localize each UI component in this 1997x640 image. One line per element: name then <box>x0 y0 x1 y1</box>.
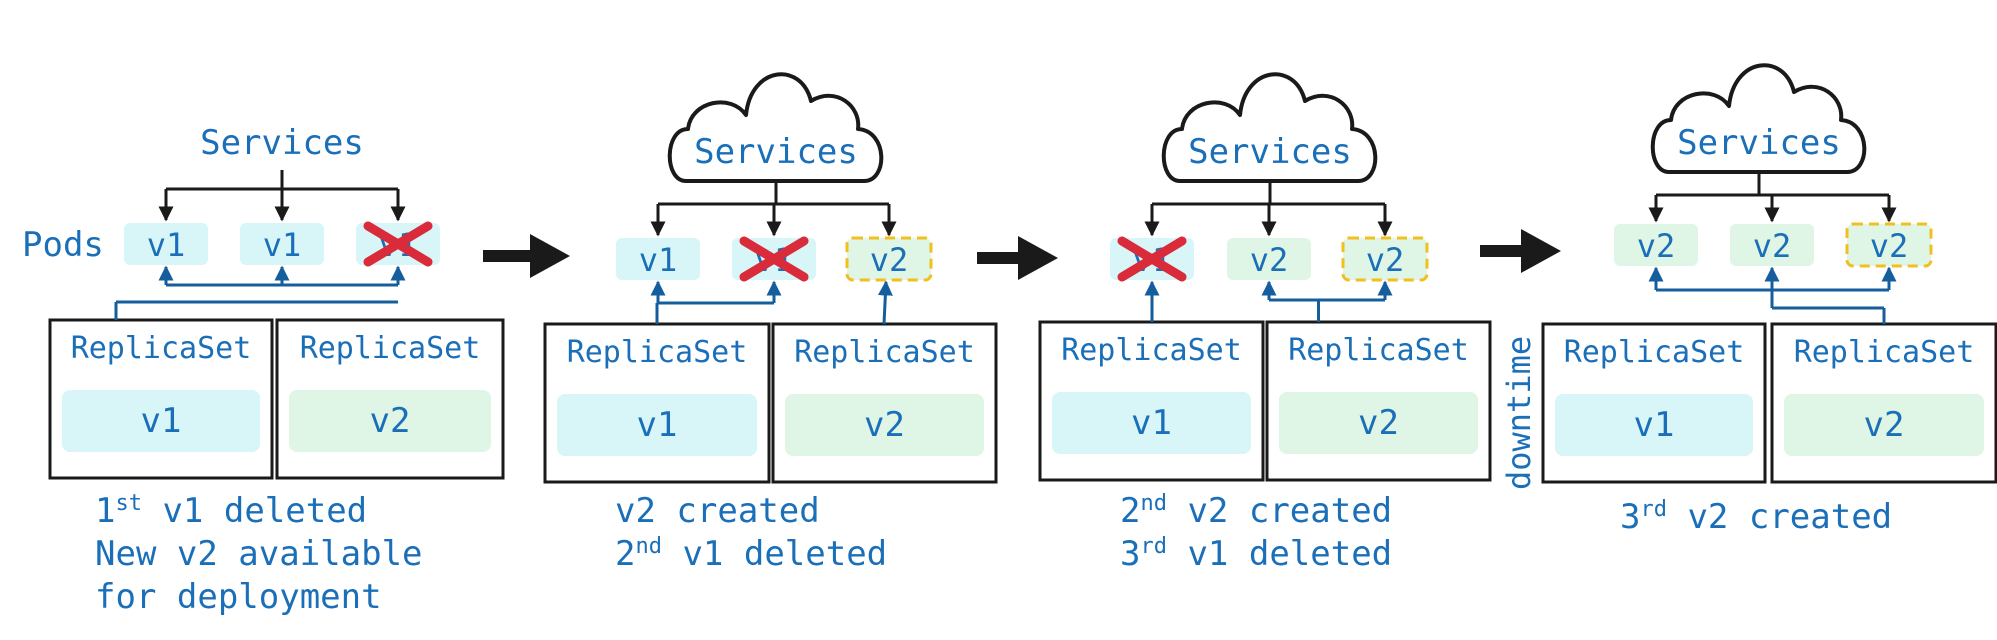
pod-v2 <box>1227 238 1311 280</box>
stage-caption-line: for deployment <box>95 577 382 617</box>
pod-label: v1 <box>147 226 186 264</box>
replicaset-version-label: v2 <box>1358 403 1399 443</box>
stage-caption-line: 2nd v2 created <box>1120 491 1392 531</box>
downtime-label: downtime <box>1500 336 1538 490</box>
replicaset-version-badge <box>289 390 491 452</box>
stage-caption-line: 3rd v1 deleted <box>1120 534 1392 574</box>
pod-label: v2 <box>1366 241 1405 279</box>
pod-label: v2 <box>1753 227 1792 265</box>
stage-caption-line: v2 created <box>615 491 820 531</box>
replicaset-version-badge <box>1555 394 1753 456</box>
pod-v1 <box>616 238 700 280</box>
replicaset-version-badge <box>62 390 260 452</box>
pod-label: v2 <box>870 241 909 279</box>
replicaset-version-badge <box>557 394 757 456</box>
transition-arrow-2 <box>977 236 1058 280</box>
replicaset-version-label: v1 <box>1634 405 1675 445</box>
replicaset-version-label: v2 <box>864 405 905 445</box>
replicaset-title: ReplicaSet <box>1794 335 1975 370</box>
replicaset-version-badge <box>1279 392 1478 454</box>
stage-caption-line: New v2 available <box>95 534 423 574</box>
pod-label: v2 <box>1250 241 1289 279</box>
stage-2: Servicesv1v1v2ReplicaSetv1ReplicaSetv2v2… <box>543 72 998 574</box>
deleted-cross-icon <box>1117 236 1187 282</box>
pod-label: v1 <box>263 226 302 264</box>
cloud-icon <box>667 72 884 183</box>
deleted-cross-icon <box>739 236 809 282</box>
deleted-cross-icon <box>363 221 433 267</box>
replicaset-title: ReplicaSet <box>1061 333 1242 368</box>
pod-label: v2 <box>1637 227 1676 265</box>
stage-caption-line: 1st v1 deleted <box>95 491 367 531</box>
services-label: Services <box>200 123 364 163</box>
pod-v1 <box>240 223 324 265</box>
transition-arrow-1 <box>483 234 570 278</box>
replicaset-title: ReplicaSet <box>1564 335 1745 370</box>
stage-1: Servicesv1v1v1ReplicaSetv1ReplicaSetv21s… <box>48 123 505 617</box>
stage-caption-line: 3rd v2 created <box>1620 497 1892 537</box>
pods-label: Pods <box>22 225 104 265</box>
pod-v1 <box>124 223 208 265</box>
pod-v2 <box>845 236 933 282</box>
stage-3: Servicesv1v2v2ReplicaSetv1ReplicaSetv22n… <box>1038 72 1492 574</box>
replicaset-title: ReplicaSet <box>567 335 748 370</box>
replicaset-title: ReplicaSet <box>1288 333 1469 368</box>
cloud-icon <box>1161 72 1378 183</box>
replicaset-version-label: v2 <box>370 401 411 441</box>
pod-label: v2 <box>1870 227 1909 265</box>
replicaset-version-badge <box>1052 392 1251 454</box>
transition-arrow-3 <box>1480 229 1561 273</box>
pod-v2 <box>1730 224 1814 266</box>
pod-v2 <box>1614 224 1698 266</box>
stage-caption-line: 2nd v1 deleted <box>615 534 887 574</box>
replicaset-title: ReplicaSet <box>71 331 252 366</box>
replicaset-version-badge <box>785 394 984 456</box>
pod-label: v1 <box>639 241 678 279</box>
replicaset-title: ReplicaSet <box>300 331 481 366</box>
replicaset-version-badge <box>1784 394 1984 456</box>
replicaset-title: ReplicaSet <box>794 335 975 370</box>
cloud-icon <box>1650 63 1867 174</box>
replicaset-version-label: v2 <box>1864 405 1905 445</box>
pod-v2 <box>1845 222 1933 268</box>
services-label: Services <box>1677 123 1841 163</box>
services-label: Services <box>694 132 858 172</box>
services-label: Services <box>1188 132 1352 172</box>
replicaset-to-pod-arrow <box>877 280 893 325</box>
replicaset-version-label: v1 <box>1131 403 1172 443</box>
replicaset-version-label: v1 <box>141 401 182 441</box>
pod-v2 <box>1341 236 1429 282</box>
replicaset-version-label: v1 <box>637 405 678 445</box>
